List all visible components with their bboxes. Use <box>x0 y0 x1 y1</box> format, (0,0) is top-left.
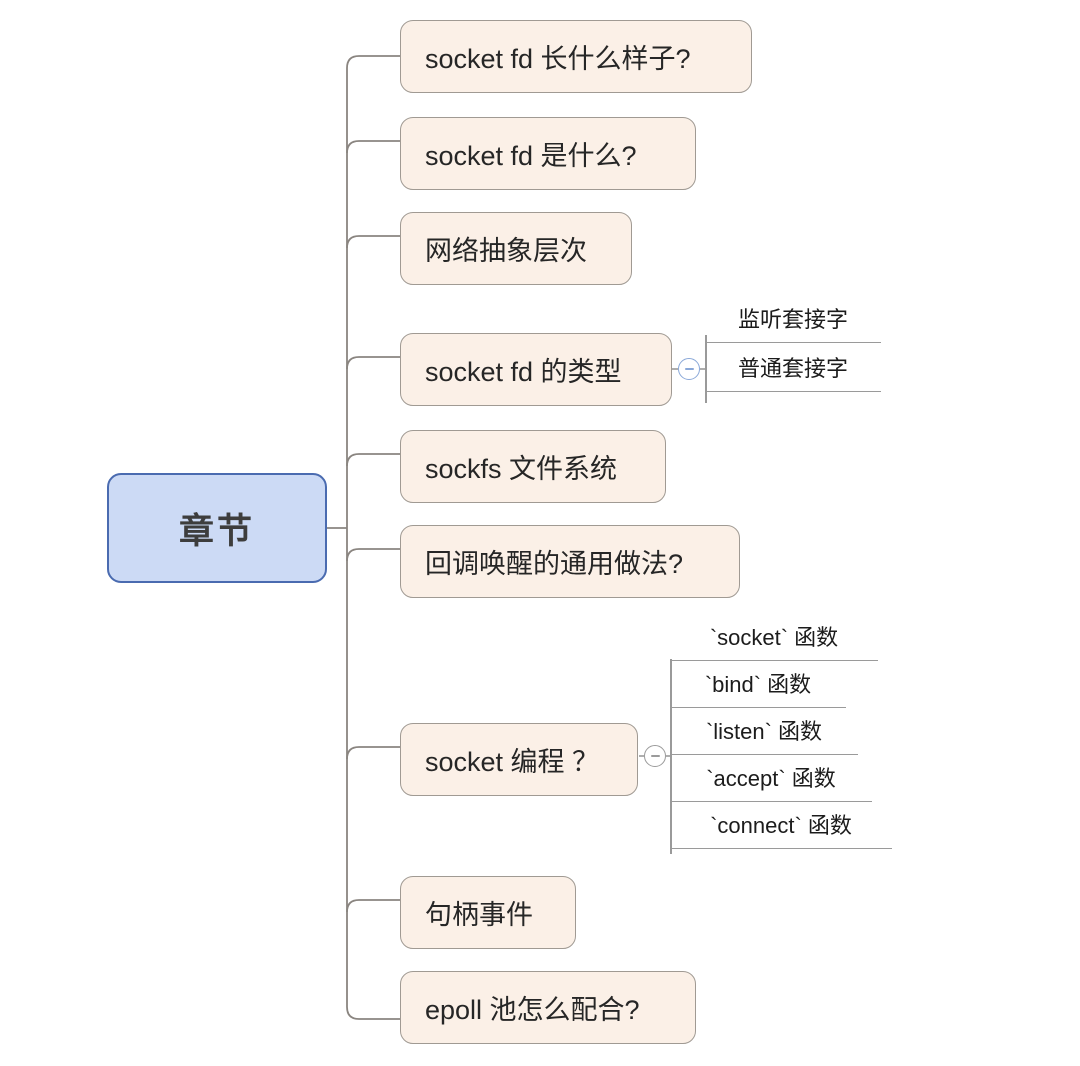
connector-elbow-9 <box>346 1006 400 1020</box>
connector-elbow-5 <box>346 453 400 467</box>
branch-node-label: socket fd 长什么样子? <box>425 44 691 74</box>
branch-node-label: 句柄事件 <box>425 900 533 930</box>
sub-node-socket-function[interactable]: `socket` 函数 <box>670 614 878 661</box>
branch-node-socket-fd-what[interactable]: socket fd 是什么? <box>400 117 696 190</box>
sub-node-normal-socket[interactable]: 普通套接字 <box>705 345 881 392</box>
branch-node-sockfs-filesystem[interactable]: sockfs 文件系统 <box>400 430 666 503</box>
root-node-label: 章节 <box>178 511 255 551</box>
connector-elbow-2 <box>346 140 400 154</box>
sub-node-listen-function[interactable]: `listen` 函数 <box>670 708 858 755</box>
connector-elbow-3 <box>346 235 400 249</box>
collapse-minus-icon[interactable] <box>678 358 700 380</box>
collapse-minus-icon[interactable] <box>644 745 666 767</box>
sub-node-connect-function[interactable]: `connect` 函数 <box>670 802 892 849</box>
sub-node-label: `listen` 函数 <box>705 719 823 744</box>
branch-node-label: socket fd 的类型 <box>425 357 622 387</box>
branch-node-label: 网络抽象层次 <box>425 236 587 266</box>
subgroup-spine <box>670 659 672 854</box>
sub-node-bind-function[interactable]: `bind` 函数 <box>670 661 846 708</box>
sub-node-label: `connect` 函数 <box>710 813 852 838</box>
sub-node-label: `bind` 函数 <box>704 672 812 697</box>
sub-node-label: 普通套接字 <box>737 356 848 381</box>
connector-elbow-6 <box>346 548 400 562</box>
branch-node-socket-fd-appearance[interactable]: socket fd 长什么样子? <box>400 20 752 93</box>
sub-node-label: `socket` 函数 <box>709 625 839 650</box>
branch-node-network-abstraction-layers[interactable]: 网络抽象层次 <box>400 212 632 285</box>
branch-node-label: sockfs 文件系统 <box>425 454 618 484</box>
branch-node-label: 回调唤醒的通用做法? <box>425 549 684 579</box>
branch-node-label: socket 编程 ？ <box>425 747 600 777</box>
connector-elbow-8 <box>346 899 400 913</box>
connector-elbow-1 <box>346 55 400 69</box>
branch-node-socket-programming[interactable]: socket 编程 ？ <box>400 723 638 796</box>
branch-node-label: socket fd 是什么? <box>425 141 637 171</box>
subgroup-spine <box>705 335 707 403</box>
minus-bar <box>650 755 660 757</box>
sub-node-label: 监听套接字 <box>737 307 848 332</box>
sub-node-listening-socket[interactable]: 监听套接字 <box>705 296 881 343</box>
branch-node-handle-events[interactable]: 句柄事件 <box>400 876 576 949</box>
connector-elbow-7 <box>346 746 400 760</box>
sub-node-label: `accept` 函数 <box>706 766 836 791</box>
sub-node-accept-function[interactable]: `accept` 函数 <box>670 755 872 802</box>
branch-node-callback-wakeup[interactable]: 回调唤醒的通用做法? <box>400 525 740 598</box>
branch-node-label: epoll 池怎么配合? <box>425 995 640 1025</box>
minus-bar <box>684 368 694 370</box>
connector-elbow-4 <box>346 356 400 370</box>
branch-node-socket-fd-types[interactable]: socket fd 的类型 <box>400 333 672 406</box>
branch-node-epoll-pool[interactable]: epoll 池怎么配合? <box>400 971 696 1044</box>
root-node[interactable]: 章节 <box>107 473 327 583</box>
